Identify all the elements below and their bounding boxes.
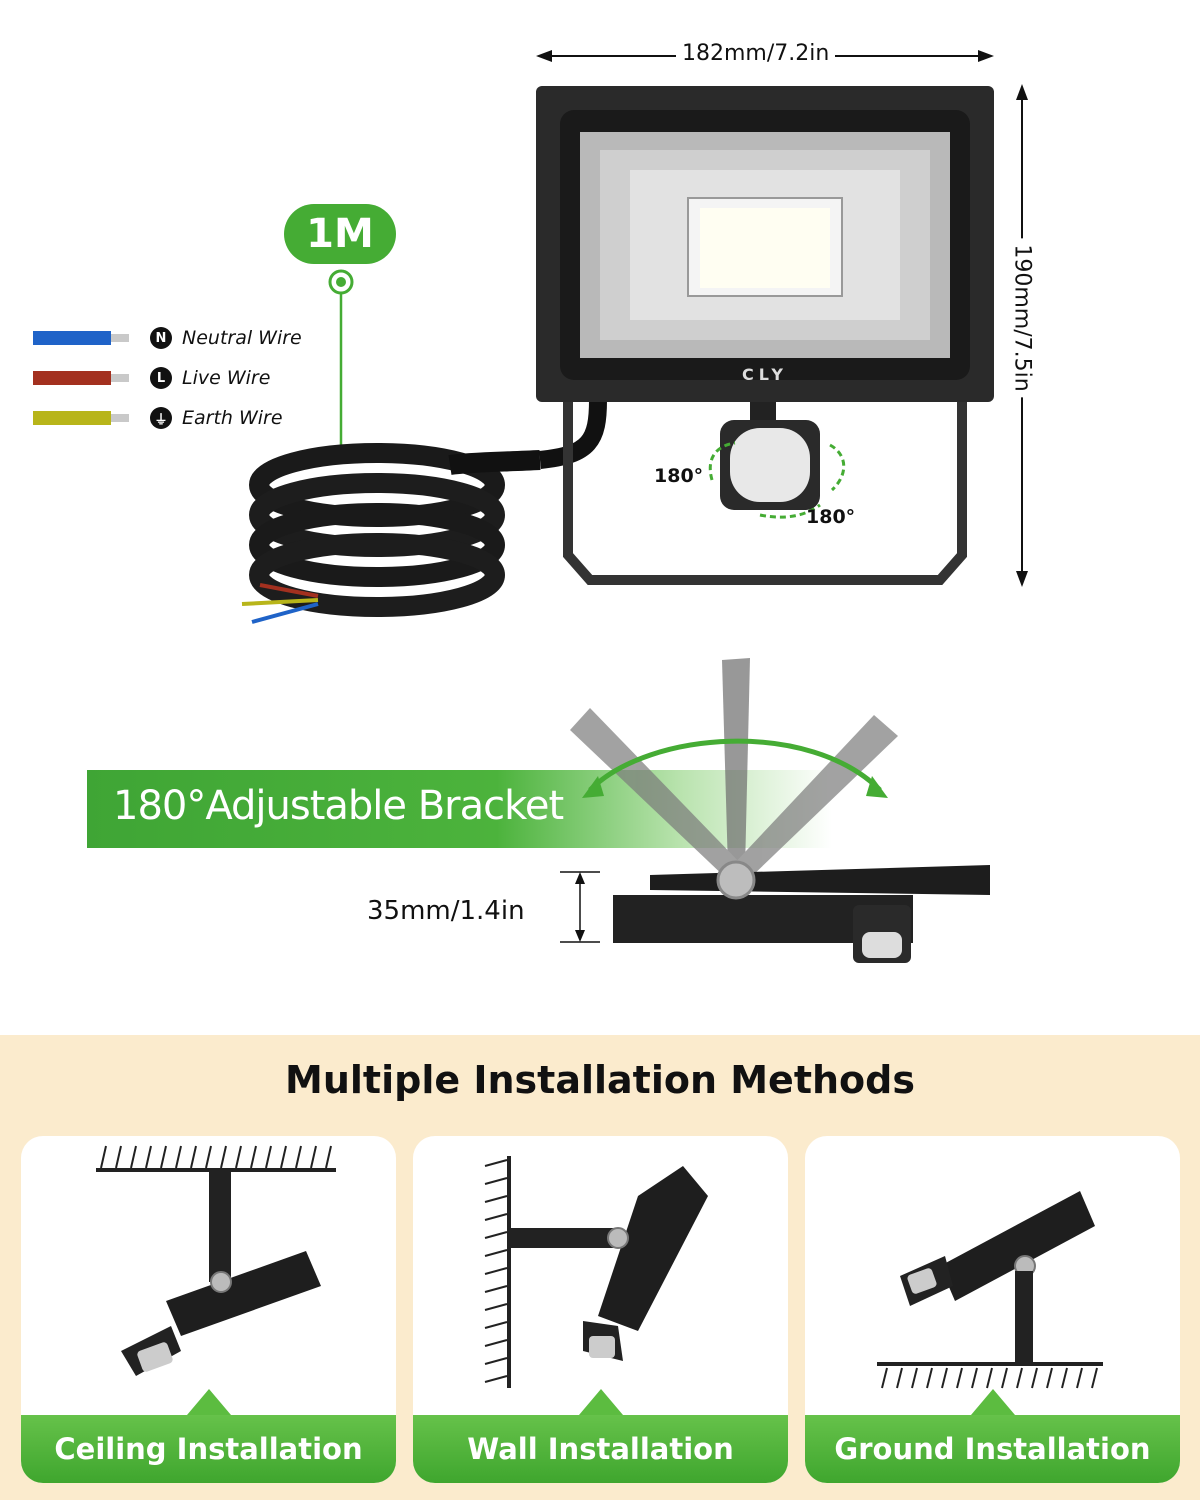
neutral-wire-label: Neutral Wire <box>182 327 302 349</box>
width-dimension-label: 182mm/7.2in <box>676 41 836 66</box>
ceiling-arrow-icon <box>186 1389 231 1415</box>
dimension-diagram <box>33 50 1028 624</box>
wire-legend-earth: ⏚ Earth Wire <box>150 407 283 429</box>
live-symbol: L <box>150 367 172 389</box>
cable-coil-illustration <box>241 399 607 624</box>
sensor-angle-horizontal: 180° <box>654 465 704 487</box>
earth-wire-label: Earth Wire <box>182 407 283 429</box>
neutral-wire-swatch <box>33 331 111 345</box>
sensor-angle-vertical: 180° <box>806 506 856 528</box>
earth-wire-swatch <box>33 411 111 425</box>
ceiling-installation-card: Ceiling Installation <box>21 1136 396 1483</box>
ceiling-installation-label: Ceiling Installation <box>21 1415 396 1483</box>
earth-symbol: ⏚ <box>150 407 172 429</box>
bracket-diagram <box>560 658 990 963</box>
ground-installation-label: Ground Installation <box>805 1415 1180 1483</box>
cable-length-badge: 1M <box>284 204 396 264</box>
live-wire-label: Live Wire <box>182 367 271 389</box>
ground-installation-card: Ground Installation <box>805 1136 1180 1483</box>
brand-logo: CLY <box>741 365 789 384</box>
wall-arrow-icon <box>578 1389 623 1415</box>
neutral-symbol: N <box>150 327 172 349</box>
wire-legend-neutral: N Neutral Wire <box>150 327 302 349</box>
height-dimension-label: 190mm/7.5in <box>1009 238 1035 398</box>
ground-arrow-icon <box>970 1389 1015 1415</box>
ground-installation-illustration <box>877 1191 1103 1389</box>
bracket-label: 180°Adjustable Bracket <box>113 783 564 829</box>
wall-installation-illustration <box>484 1156 708 1388</box>
depth-dimension-label: 35mm/1.4in <box>367 896 525 926</box>
wall-installation-card: Wall Installation <box>413 1136 788 1483</box>
installation-title: Multiple Installation Methods <box>285 1058 915 1102</box>
ceiling-installation-illustration <box>96 1145 336 1376</box>
wire-legend-live: L Live Wire <box>150 367 270 389</box>
live-wire-swatch <box>33 371 111 385</box>
wall-installation-label: Wall Installation <box>413 1415 788 1483</box>
floodlight-front-illustration <box>536 86 994 585</box>
